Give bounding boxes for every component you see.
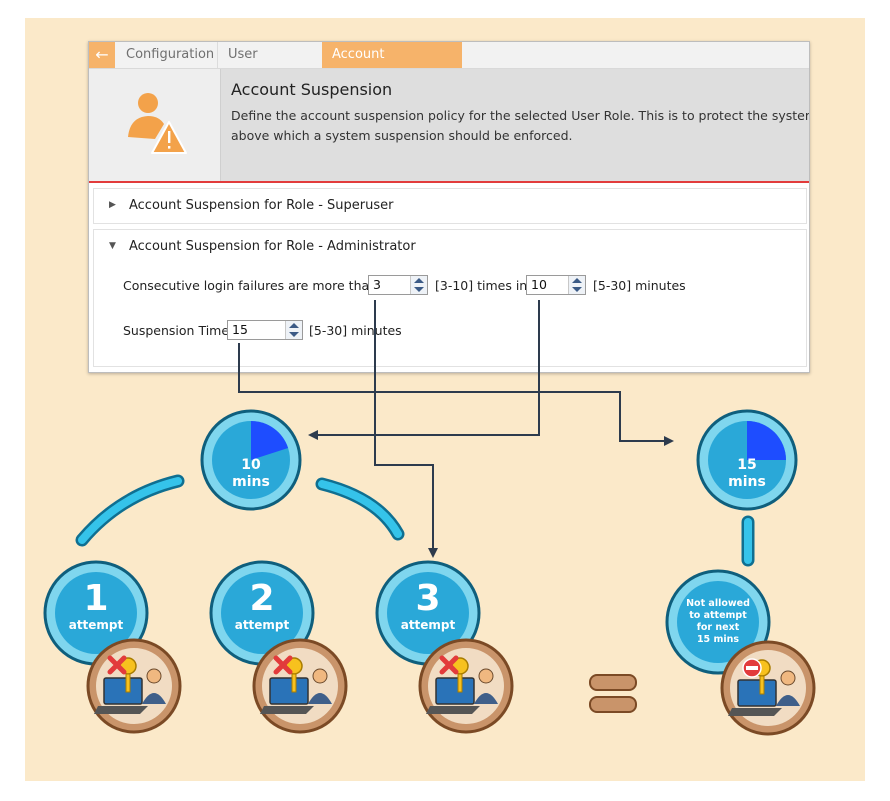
- section-superuser-title[interactable]: Account Suspension for Role - Superuser: [129, 198, 394, 213]
- tab-bar: ← Configuration User Accounts Account Su…: [89, 42, 809, 88]
- settings-panel: ← Configuration User Accounts Account Su…: [88, 41, 810, 373]
- description-line-2: above which a system suspension should b…: [231, 128, 573, 143]
- result-text: Not allowed to attempt for next 15 mins: [680, 598, 756, 646]
- failures-range: [3-10] times in: [435, 278, 528, 293]
- suspension-value[interactable]: 15: [232, 322, 248, 337]
- failures-label: Consecutive login failures are more than: [123, 278, 378, 293]
- stepper-arrows-icon[interactable]: [568, 276, 585, 294]
- suspension-range: [5-30] minutes: [309, 323, 402, 338]
- window-range: [5-30] minutes: [593, 278, 686, 293]
- user-warning-icon: [128, 93, 187, 154]
- header-icon-area: [89, 69, 221, 181]
- result-line-4: 15 mins: [696, 634, 740, 645]
- tab-user-accounts[interactable]: User Accounts: [217, 42, 317, 88]
- failures-value[interactable]: 3: [373, 277, 381, 292]
- attempt-1-number: 1: [83, 578, 109, 619]
- attempt-2-text: attempt: [234, 618, 290, 632]
- stepper-arrows-icon[interactable]: [285, 321, 302, 339]
- timer-right-label: 15 mins: [722, 457, 772, 491]
- attempt-1-label: 1 attempt: [56, 578, 136, 633]
- section-superuser[interactable]: ▶ Account Suspension for Role - Superuse…: [93, 188, 807, 224]
- tab-account-suspension[interactable]: Account Suspension: [322, 42, 462, 88]
- attempt-2-number: 2: [249, 578, 275, 619]
- section-administrator: ▼ Account Suspension for Role - Administ…: [93, 229, 807, 367]
- description-line-1: Define the account suspension policy for…: [231, 108, 810, 123]
- timer-left-value: 10: [241, 457, 261, 473]
- result-line-3: for next: [696, 622, 740, 633]
- collapse-arrow-icon[interactable]: ▼: [109, 241, 116, 251]
- attempt-3-text: attempt: [400, 618, 456, 632]
- window-stepper[interactable]: 10: [526, 275, 586, 295]
- timer-right-unit: mins: [728, 474, 766, 490]
- page-header: Account Suspension Define the account su…: [89, 69, 809, 181]
- attempt-1-text: attempt: [68, 618, 124, 632]
- header-divider: [89, 181, 809, 183]
- attempt-2-label: 2 attempt: [222, 578, 302, 633]
- result-line-2: to attempt: [689, 610, 747, 621]
- suspension-stepper[interactable]: 15: [227, 320, 303, 340]
- suspension-label: Suspension Time: [123, 323, 230, 338]
- attempt-3-number: 3: [415, 578, 441, 619]
- expand-arrow-icon[interactable]: ▶: [109, 200, 116, 210]
- timer-left-label: 10 mins: [226, 457, 276, 491]
- section-administrator-title[interactable]: Account Suspension for Role - Administra…: [129, 239, 416, 254]
- stepper-arrows-icon[interactable]: [410, 276, 427, 294]
- failures-stepper[interactable]: 3: [368, 275, 428, 295]
- window-value[interactable]: 10: [531, 277, 547, 292]
- tab-configuration[interactable]: Configuration: [126, 47, 215, 62]
- attempt-3-label: 3 attempt: [388, 578, 468, 633]
- timer-left-unit: mins: [232, 474, 270, 490]
- timer-right-value: 15: [737, 457, 757, 473]
- result-line-1: Not allowed: [686, 598, 750, 609]
- page-description: Define the account suspension policy for…: [231, 106, 810, 146]
- back-arrow-icon[interactable]: ←: [89, 42, 115, 68]
- page-title: Account Suspension: [231, 80, 393, 99]
